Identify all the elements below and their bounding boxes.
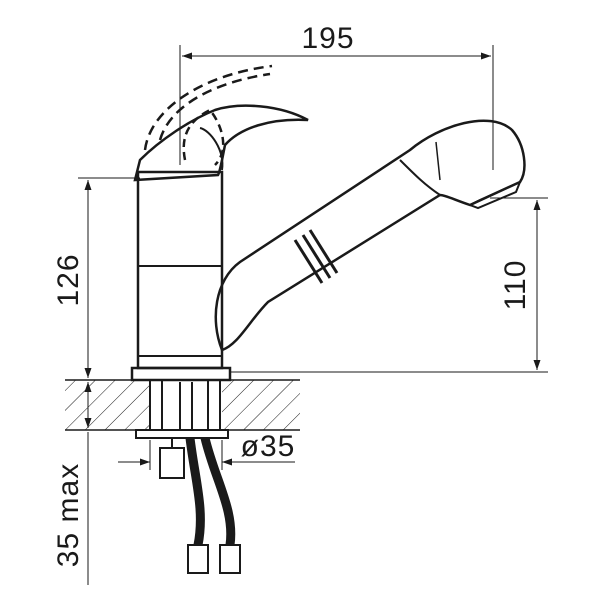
spout-height-label: 110	[499, 260, 532, 311]
lever-handle	[133, 104, 309, 182]
counter-thickness-dimension: 35 max	[52, 382, 92, 585]
lever-alt-position	[143, 64, 273, 166]
faucet-body	[130, 170, 232, 382]
countertop	[65, 379, 300, 431]
mounting-stem	[135, 379, 229, 479]
hole-diameter-label: ø35	[241, 430, 296, 463]
supply-hoses	[179, 382, 241, 574]
pull-out-spout	[214, 119, 526, 352]
counter-thickness-label: 35 max	[52, 463, 85, 567]
body-height-label: 126	[52, 253, 85, 306]
width-dimension: 195	[179, 22, 494, 170]
spout-height-dimension: 110	[230, 197, 548, 373]
hole-diameter-dimension: ø35	[118, 430, 295, 470]
width-label: 195	[301, 22, 354, 55]
body-height-dimension: 126	[52, 177, 140, 378]
